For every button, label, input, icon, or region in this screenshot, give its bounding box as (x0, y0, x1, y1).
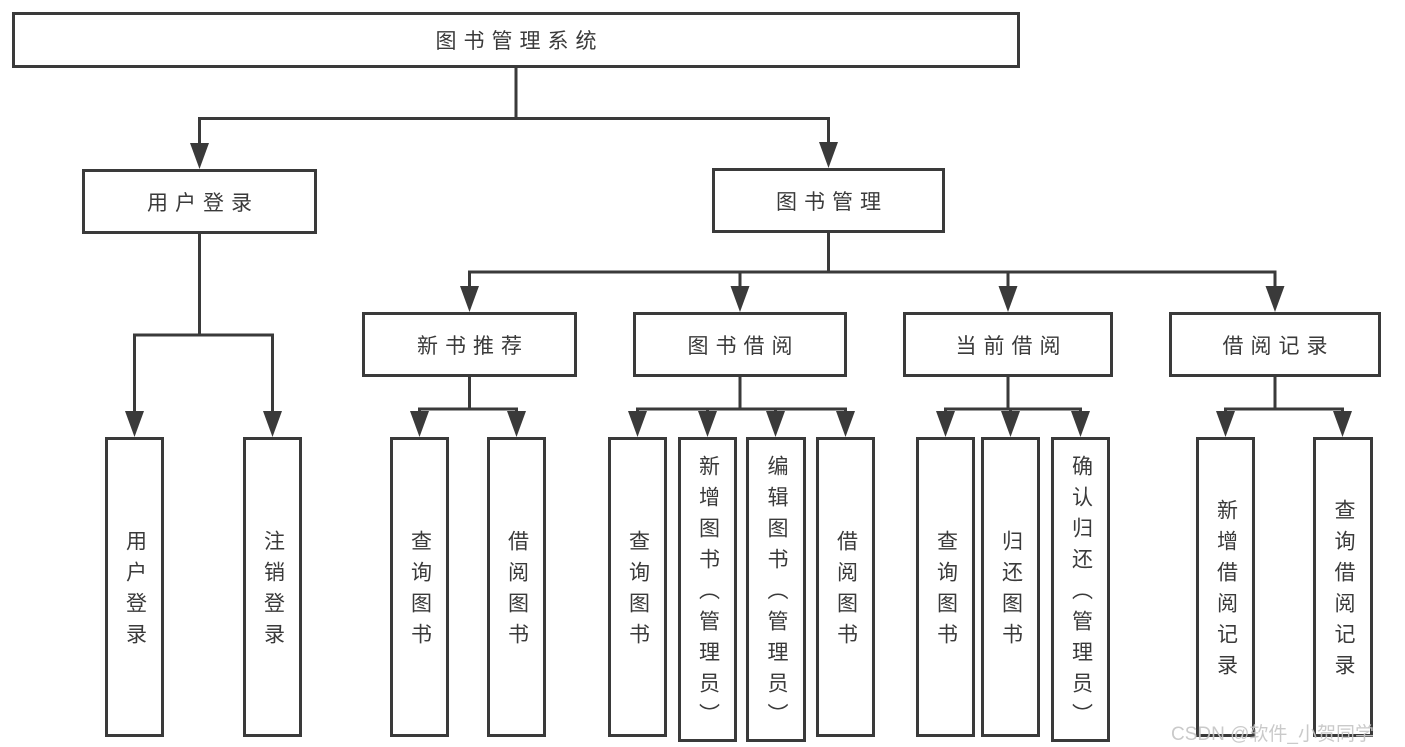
node-borrow-records: 借阅记录 (1169, 312, 1381, 377)
node-new-book-recommend: 新书推荐 (362, 312, 577, 377)
node-current-borrow-label: 当前借阅 (955, 334, 1068, 358)
leaf-current-return-books-label: 归还图书 (999, 530, 1023, 654)
leaf-borrow-edit-books-admin: 编辑图书（管理员） (746, 437, 806, 742)
csdn-watermark: CSDN @软件_小贺同学 (1171, 724, 1374, 745)
leaf-current-query-books: 查询图书 (916, 437, 975, 737)
leaf-user-login: 用户登录 (105, 437, 164, 737)
leaf-borrow-borrow-books-label: 借阅图书 (834, 530, 858, 654)
node-user-login-label: 用户登录 (147, 191, 259, 215)
node-book-borrow-label: 图书借阅 (687, 334, 800, 358)
leaf-recommend-query-books-label: 查询图书 (408, 530, 432, 654)
leaf-borrow-add-books-admin: 新增图书（管理员） (678, 437, 737, 742)
leaf-recommend-borrow-books-label: 借阅图书 (505, 530, 529, 654)
leaf-recommend-borrow-books: 借阅图书 (487, 437, 546, 737)
leaf-current-confirm-return-admin-label: 确认归还（管理员） (1069, 455, 1093, 734)
leaf-recommend-query-books: 查询图书 (390, 437, 449, 737)
node-current-borrow: 当前借阅 (903, 312, 1113, 377)
leaf-borrow-query-books: 查询图书 (608, 437, 667, 737)
node-new-book-recommend-label: 新书推荐 (417, 334, 529, 358)
leaf-records-add-record: 新增借阅记录 (1196, 437, 1255, 737)
leaf-logout: 注销登录 (243, 437, 302, 737)
leaf-user-login-label: 用户登录 (123, 530, 147, 654)
node-user-login: 用户登录 (82, 169, 317, 234)
leaf-borrow-edit-books-admin-label: 编辑图书（管理员） (765, 455, 788, 734)
leaf-logout-label: 注销登录 (261, 530, 285, 654)
leaf-records-query-record-label: 查询借阅记录 (1332, 499, 1355, 685)
leaf-current-confirm-return-admin: 确认归还（管理员） (1051, 437, 1110, 742)
leaf-records-add-record-label: 新增借阅记录 (1214, 499, 1238, 685)
leaf-borrow-borrow-books: 借阅图书 (816, 437, 875, 737)
leaf-current-return-books: 归还图书 (981, 437, 1040, 737)
leaf-records-query-record: 查询借阅记录 (1313, 437, 1373, 737)
leaf-borrow-add-books-admin-label: 新增图书（管理员） (696, 455, 720, 734)
node-root-label: 图书管理系统 (435, 30, 604, 53)
node-book-management-label: 图书管理 (776, 190, 888, 214)
node-book-borrow: 图书借阅 (633, 312, 847, 377)
node-root-library-system: 图书管理系统 (12, 12, 1020, 68)
leaf-current-query-books-label: 查询图书 (934, 530, 958, 654)
node-book-management: 图书管理 (712, 168, 945, 233)
leaf-borrow-query-books-label: 查询图书 (626, 530, 650, 654)
node-borrow-records-label: 借阅记录 (1222, 334, 1335, 358)
